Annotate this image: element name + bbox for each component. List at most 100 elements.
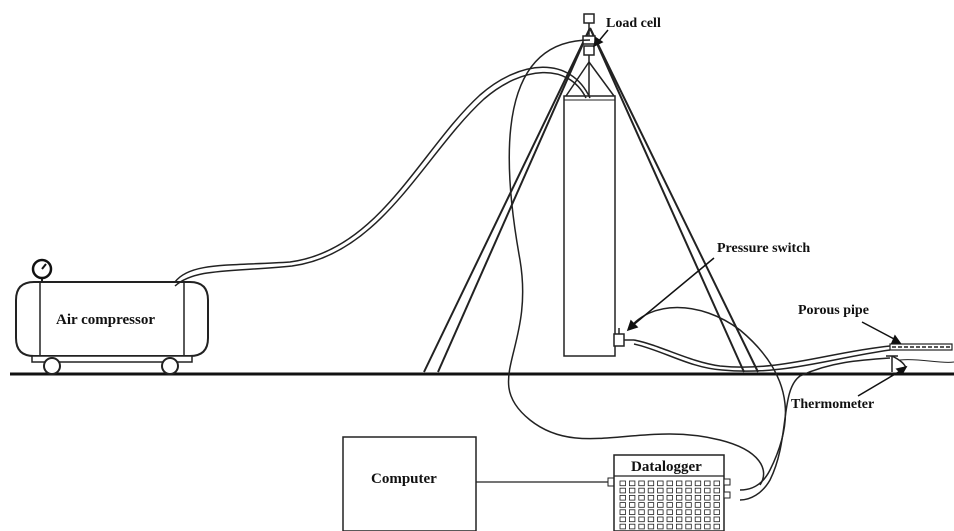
datalogger-channel <box>704 480 711 487</box>
annotation-arrows <box>592 29 908 397</box>
datalogger-channel <box>647 487 655 494</box>
datalogger-channel <box>676 480 683 487</box>
computer <box>342 436 477 531</box>
thermometer-label: Thermometer <box>791 397 874 412</box>
datalogger-channel <box>629 523 636 530</box>
datalogger-channel <box>619 509 626 515</box>
datalogger-channel <box>619 487 626 494</box>
datalogger-channel <box>704 494 711 501</box>
datalogger-channel <box>657 509 664 515</box>
air-compressor <box>15 281 209 375</box>
datalogger-channel <box>657 494 664 501</box>
porous-pipe-label: Porous pipe <box>798 303 869 318</box>
datalogger-channel <box>629 509 636 515</box>
datalogger-channel <box>685 487 692 494</box>
datalogger-channel <box>629 480 636 487</box>
tripod <box>423 27 759 373</box>
datalogger-channel <box>713 509 720 515</box>
datalogger-channel <box>638 487 645 494</box>
datalogger-channel <box>676 494 683 501</box>
porous-pipe-tube <box>633 339 891 368</box>
datalogger-channel <box>694 494 702 501</box>
datalogger-channel <box>685 502 692 508</box>
thermometer-cable <box>739 357 891 501</box>
datalogger-channel <box>685 494 692 501</box>
datalogger-channel <box>619 516 626 523</box>
datalogger-channel <box>647 516 655 523</box>
datalogger-channel <box>647 509 655 515</box>
datalogger-channel <box>657 480 664 487</box>
datalogger-channel <box>619 523 626 530</box>
datalogger-channel <box>694 487 702 494</box>
datalogger-channel <box>676 523 683 530</box>
datalogger-channel <box>694 502 702 508</box>
load-cell-label: Load cell <box>606 16 661 31</box>
air-hose <box>174 66 591 283</box>
datalogger-channel <box>666 509 673 515</box>
datalogger-channel <box>666 494 673 501</box>
datalogger-channel <box>629 494 636 501</box>
datalogger-channel <box>704 523 711 530</box>
load-cell-cable <box>507 39 765 486</box>
pressure-switch-cable <box>627 306 787 491</box>
datalogger-channel <box>657 502 664 508</box>
datalogger-channel <box>685 509 692 515</box>
datalogger-channel-grid <box>619 480 720 530</box>
datalogger-channel <box>629 487 636 494</box>
datalogger-channel <box>638 502 645 508</box>
computer-label: Computer <box>371 471 437 487</box>
datalogger-channel <box>713 516 720 523</box>
pressure-switch-label: Pressure switch <box>717 241 810 256</box>
datalogger-channel <box>685 523 692 530</box>
datalogger-channel <box>647 494 655 501</box>
air-compressor-label: Air compressor <box>56 312 155 328</box>
datalogger-channel <box>694 523 702 530</box>
datalogger-channel <box>647 523 655 530</box>
suspension-cables <box>565 61 615 97</box>
datalogger-channel <box>704 509 711 515</box>
datalogger-channel <box>666 516 673 523</box>
porous-pipe <box>889 343 953 351</box>
datalogger-channel <box>694 509 702 515</box>
datalogger-channel <box>657 487 664 494</box>
datalogger-channel <box>694 480 702 487</box>
datalogger-channel <box>666 487 673 494</box>
datalogger-channel <box>685 480 692 487</box>
datalogger-channel <box>704 487 711 494</box>
datalogger-channel <box>676 509 683 515</box>
datalogger-channel <box>657 516 664 523</box>
datalogger-channel <box>619 494 626 501</box>
datalogger-channel <box>694 516 702 523</box>
datalogger-channel <box>704 502 711 508</box>
pressure-switch <box>613 328 634 347</box>
datalogger-channel <box>676 487 683 494</box>
datalogger <box>613 454 731 531</box>
load-cell <box>582 13 596 62</box>
datalogger-channel <box>713 523 720 530</box>
datalogger-channel <box>666 502 673 508</box>
datalogger-channel <box>713 494 720 501</box>
datalogger-channel <box>619 502 626 508</box>
datalogger-channel <box>647 502 655 508</box>
datalogger-channel <box>638 494 645 501</box>
datalogger-channel <box>713 480 720 487</box>
soil-column <box>563 95 616 357</box>
datalogger-channel <box>666 523 673 530</box>
datalogger-channel <box>704 516 711 523</box>
datalogger-channel <box>666 480 673 487</box>
datalogger-channel <box>619 480 626 487</box>
datalogger-channel <box>713 502 720 508</box>
datalogger-channel <box>638 516 645 523</box>
datalogger-channel <box>629 516 636 523</box>
datalogger-channel <box>685 516 692 523</box>
datalogger-label: Datalogger <box>631 459 702 475</box>
datalogger-channel <box>629 502 636 508</box>
datalogger-channel <box>638 509 645 515</box>
datalogger-channel <box>638 480 645 487</box>
datalogger-channel <box>638 523 645 530</box>
datalogger-channel <box>676 516 683 523</box>
datalogger-channel <box>676 502 683 508</box>
gauge-icon <box>31 258 53 282</box>
datalogger-channel <box>647 480 655 487</box>
